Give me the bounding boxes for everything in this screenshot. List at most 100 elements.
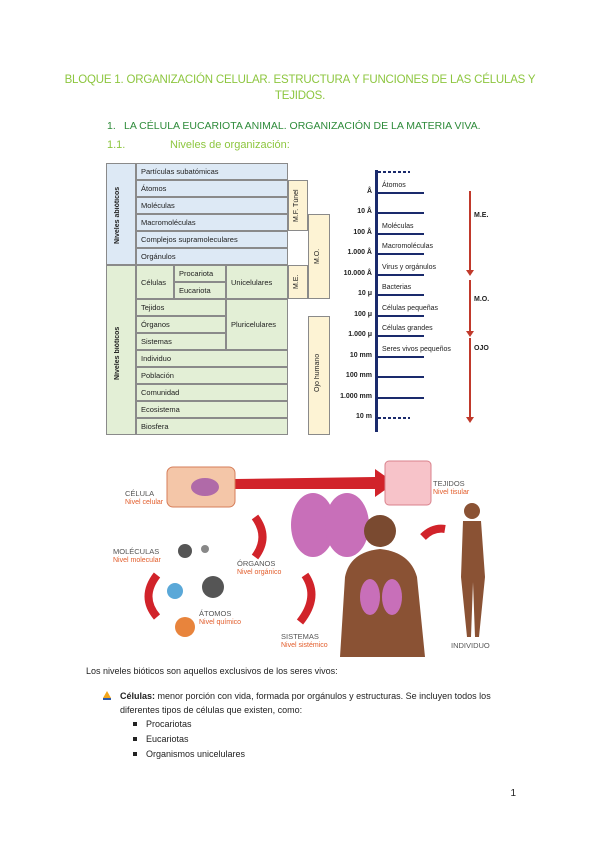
section-number: 1. xyxy=(107,120,116,132)
scale-tick xyxy=(378,314,424,317)
scale-axis xyxy=(375,170,378,432)
subsection-text: Niveles de organización: xyxy=(170,139,290,151)
sistemas-title: SISTEMAS xyxy=(281,632,319,641)
lung-left xyxy=(291,493,335,557)
scale-tick xyxy=(378,273,424,276)
scale-desc: Átomos xyxy=(382,181,406,189)
scale-tick xyxy=(378,335,424,337)
paragraph: Los niveles bióticos son aquellos exclus… xyxy=(86,666,338,676)
illustration-svg xyxy=(144,460,485,657)
system-lung xyxy=(360,579,380,615)
atom-image xyxy=(202,576,224,598)
torso-image xyxy=(340,549,425,657)
tissue-image xyxy=(384,460,432,506)
row-biotico: Tejidos xyxy=(136,299,226,316)
scale-desc: Virus y orgánulos xyxy=(382,263,436,271)
scale-desc: Células pequeñas xyxy=(382,304,439,312)
range-arrow xyxy=(466,338,474,423)
abioticos-cell xyxy=(106,163,136,265)
scale-label: 10 m xyxy=(356,413,372,420)
cell-nucleus xyxy=(191,478,219,496)
celula-title: CÉLULA xyxy=(125,489,155,498)
section-heading-1-1: 1.1. Niveles de organización: xyxy=(107,139,290,151)
scale-label: 1.000 Å xyxy=(347,249,372,256)
tejidos-title: TEJIDOS xyxy=(433,479,465,488)
mo-cell xyxy=(308,214,330,299)
range-label: M.O. xyxy=(474,296,490,303)
arrow-celula-tejidos xyxy=(235,469,395,497)
row-biotico: Biosfera xyxy=(136,418,288,435)
row-biotico: Órganos xyxy=(136,316,226,333)
row-abiotico: Moléculas xyxy=(136,197,288,214)
atomos-sub: Nivel químico xyxy=(199,619,242,626)
scale-label: Å xyxy=(366,187,372,195)
scale-label: 100 Å xyxy=(353,228,372,236)
mf-tunel-cell xyxy=(288,180,308,231)
scale-label: 100 μ xyxy=(354,310,372,318)
tejidos-sub: Nivel tisular xyxy=(433,489,470,496)
subsection-number: 1.1. xyxy=(107,139,126,151)
row-abiotico: Orgánulos xyxy=(136,248,288,265)
individual-head xyxy=(464,503,480,519)
celula-sub: Nivel celular xyxy=(125,499,164,506)
head-image xyxy=(364,515,396,547)
arrow-curve xyxy=(420,524,446,540)
section-text: LA CÉLULA EUCARIOTA ANIMAL. ORGANIZACIÓN… xyxy=(124,120,481,132)
organos-sub: Nivel orgánico xyxy=(237,569,282,576)
row-abiotico: Átomos xyxy=(136,180,288,197)
bioticos-label: Niveles bióticos xyxy=(114,326,121,380)
abioticos-label: Niveles abióticos xyxy=(114,186,121,244)
scale-label: 10 μ xyxy=(357,290,372,297)
sublist-item: Organismos unicelulares xyxy=(132,749,246,759)
bullet-text: menor porción con vida, formada por orgá… xyxy=(120,691,491,715)
sublist-item: Eucariotas xyxy=(133,734,189,744)
system-lung xyxy=(382,579,402,615)
scale-tick xyxy=(378,191,424,194)
section-heading-1: 1. LA CÉLULA EUCARIOTA ANIMAL. ORGANIZACI… xyxy=(107,120,481,132)
me-label: M.E. xyxy=(293,274,300,290)
moleculas-title: MOLÉCULAS xyxy=(113,547,160,556)
scale-tick xyxy=(378,396,424,399)
scale-desc: Bacterias xyxy=(382,284,412,291)
scale-tick xyxy=(378,212,424,214)
bullet-icon xyxy=(103,691,111,700)
lung-right xyxy=(325,493,369,557)
row-biotico: Población xyxy=(136,367,288,384)
scale-label: 1.000 μ xyxy=(348,331,372,338)
scale-label: 100 mm xyxy=(345,372,372,379)
scale-label: 10 mm xyxy=(349,351,372,359)
row-biotico: Comunidad xyxy=(136,384,288,401)
arrow-curve xyxy=(144,572,161,620)
range-arrow xyxy=(466,191,474,276)
individual-body xyxy=(461,521,485,637)
bullet-celulas: Células: menor porción con vida, formada… xyxy=(103,689,526,717)
row-biotico: Ecosistema xyxy=(136,401,288,418)
row-abiotico: Macromoléculas xyxy=(136,214,288,231)
label-individuo: INDIVIDUO xyxy=(451,641,490,650)
scale-label: 1.000 mm xyxy=(340,392,372,400)
row-abiotico: Partículas subatómicas xyxy=(136,163,288,180)
scale-tick xyxy=(378,376,424,378)
scale-tick xyxy=(378,253,424,255)
atomos-title: ÁTOMOS xyxy=(199,609,232,618)
range-label: OJO xyxy=(474,345,489,352)
scale-desc: Células grandes xyxy=(382,325,433,332)
unicelulares-cell: Unicelulares xyxy=(226,265,288,299)
scale-tick xyxy=(378,171,410,173)
mf-tunel-label: M.F. Túnel xyxy=(293,189,300,223)
atom-image xyxy=(167,583,183,599)
row-biotico: Individuo xyxy=(136,350,288,367)
scale-desc: Macromoléculas xyxy=(382,243,433,250)
molecule-image xyxy=(201,545,209,553)
organos-title: ÓRGANOS xyxy=(237,559,276,568)
sistemas-sub: Nivel sistémico xyxy=(281,642,328,649)
sublist-item: Procariotas xyxy=(133,719,192,729)
ojo-humano-cell xyxy=(308,316,330,435)
page-number: 1 xyxy=(510,788,516,799)
